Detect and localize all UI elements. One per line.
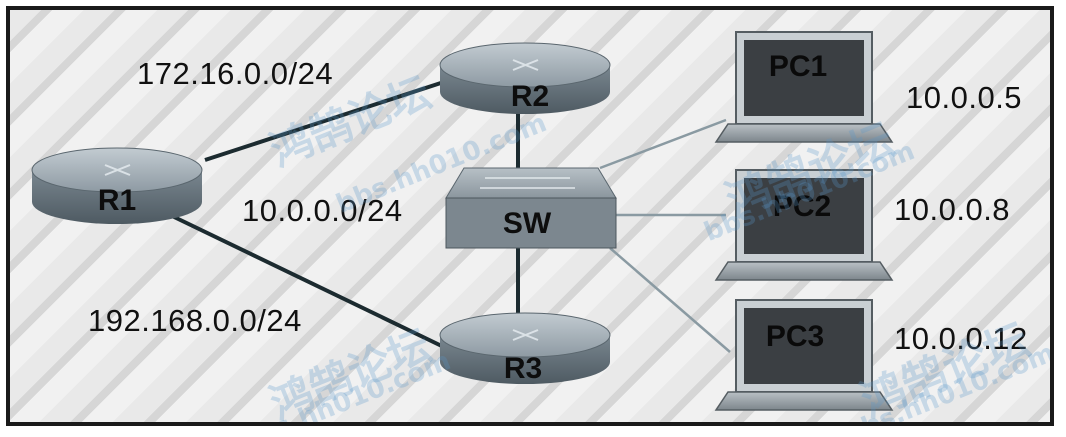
link-sw-pc3 [609,247,731,353]
network-label-r1-r3: 192.168.0.0/24 [88,303,302,338]
laptop-pc1: PC1 [714,31,894,143]
router-r1: R1 [31,147,203,224]
switch-sw: SW [445,167,617,249]
router-r3: R3 [439,312,611,385]
laptop-pc1-label: PC1 [769,50,827,83]
switch-sw-label: SW [503,207,552,240]
link-sw-pc1 [599,118,727,170]
network-label-lan: 10.0.0.0/24 [242,193,403,228]
host-ip-pc1: 10.0.0.5 [906,80,1023,115]
router-r3-label: R3 [504,352,542,385]
laptop-pc3: PC3 [714,299,894,411]
link-r1-r3 [169,213,451,352]
router-r1-label: R1 [98,184,136,217]
laptop-pc3-label: PC3 [766,320,824,353]
diagram-frame: R1 R2 R3 SW [6,6,1054,426]
laptop-pc2-label: PC2 [773,190,831,223]
host-ip-pc3: 10.0.0.12 [894,321,1028,356]
router-r2-label: R2 [511,80,549,113]
router-r2: R2 [439,42,611,114]
host-ip-pc2: 10.0.0.8 [894,192,1011,227]
network-label-r1-r2: 172.16.0.0/24 [137,56,334,91]
link-r1-r2 [204,78,451,162]
laptop-pc2: PC2 [714,169,894,281]
network-diagram: R1 R2 R3 SW [31,31,894,411]
